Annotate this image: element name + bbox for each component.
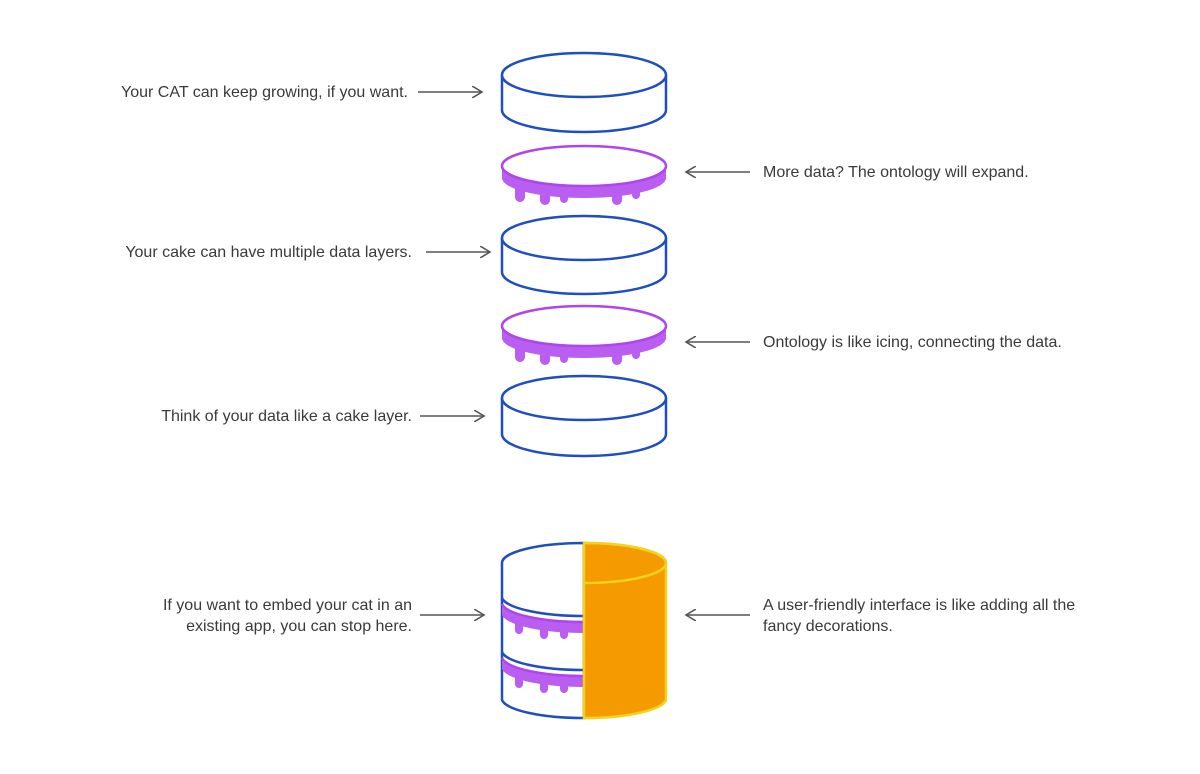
label-embed-line2: existing app, you can stop here. bbox=[186, 618, 412, 635]
label-interface-line2: fancy decorations. bbox=[763, 618, 893, 635]
cake-layer-icon bbox=[500, 214, 668, 296]
label-cake-layer: Think of your data like a cake layer. bbox=[161, 408, 412, 425]
label-more-data: More data? The ontology will expand. bbox=[763, 164, 1029, 181]
label-cat-growing: Your CAT can keep growing, if you want. bbox=[121, 84, 408, 101]
icing-layer-icon bbox=[500, 304, 668, 365]
icing-layer-icon bbox=[500, 144, 668, 205]
cake-layer-icon bbox=[500, 51, 668, 134]
label-ontology-icing: Ontology is like icing, connecting the d… bbox=[763, 334, 1062, 351]
label-interface-line1: A user-friendly interface is like adding… bbox=[763, 597, 1076, 614]
cake-stack-icon bbox=[500, 541, 668, 720]
label-interface: A user-friendly interface is like adding… bbox=[763, 595, 1075, 637]
cake-layer-icon bbox=[500, 374, 668, 458]
label-multiple-layers: Your cake can have multiple data layers. bbox=[125, 244, 412, 261]
label-embed: If you want to embed your cat in an exis… bbox=[163, 595, 412, 637]
label-embed-line1: If you want to embed your cat in an bbox=[162, 597, 412, 614]
